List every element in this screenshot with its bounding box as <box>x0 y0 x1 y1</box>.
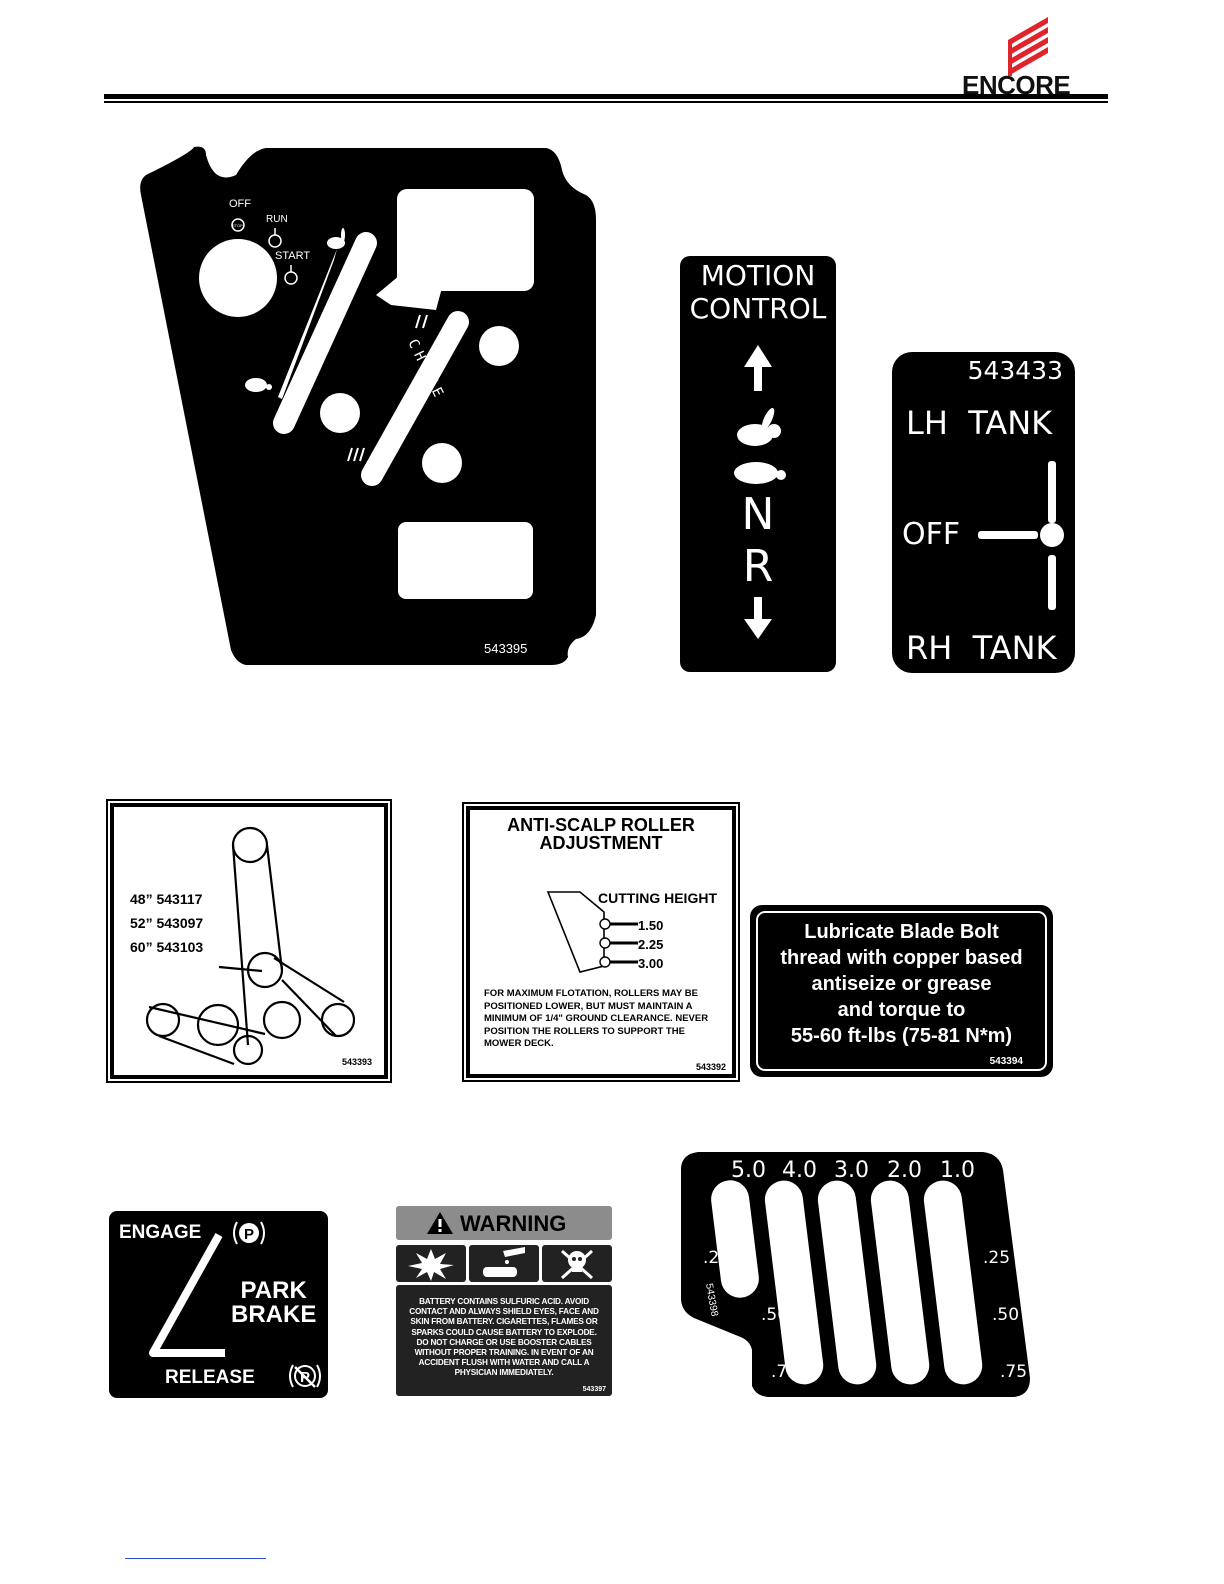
footer-link-underline <box>125 1558 266 1559</box>
part-number: 543395 <box>484 641 527 656</box>
warning-line-7: ACCIDENT FLUSH WITH WATER AND CALL A <box>418 1358 590 1368</box>
belt-routing-decal: 48” 543117 52” 543097 60” 543103 543393 <box>110 803 388 1079</box>
height-1: 1.50 <box>638 918 664 933</box>
note-line-3: MINIMUM OF 1/4" GROUND CLEARANCE. NEVER <box>484 1013 709 1025</box>
warning-line-4: SPARKS COULD CAUSE BATTERY TO EXPLODE. <box>411 1327 597 1337</box>
part-number: 543392 <box>695 1062 726 1072</box>
header-rule-thin <box>104 101 1108 103</box>
lever-path-icon <box>149 1233 225 1357</box>
key-start-label: START <box>275 250 310 262</box>
warning-line-6: WITHOUT PROPER TRAINING. IN EVENT OF AN <box>414 1348 594 1358</box>
reverse-label: R <box>742 541 774 592</box>
roller-title-1: ANTI-SCALP ROLLER <box>507 815 695 835</box>
right-label-3: .75 <box>1000 1362 1027 1382</box>
key-run-label: RUN <box>266 214 288 225</box>
left-label-1: .25 <box>703 1248 730 1268</box>
height-2: 2.25 <box>638 937 664 952</box>
cutting-height-decal: 5.0 4.0 3.0 2.0 1.0 .25 .50 .75 .25 .50 … <box>681 1152 1030 1397</box>
parking-release-icon: P <box>289 1364 321 1388</box>
warning-title: WARNING <box>460 1211 567 1236</box>
belt-line-1: 48” 543117 <box>130 891 203 907</box>
key-off-label: OFF <box>229 198 251 210</box>
rh-tank-label: RH TANK <box>906 629 1057 667</box>
rabbit-icon <box>737 407 781 446</box>
warning-header: WARNING <box>396 1206 612 1240</box>
warning-line-1: BATTERY CONTAINS SULFURIC ACID. AVOID <box>419 1297 589 1306</box>
encore-logo-icon <box>1008 17 1048 76</box>
part-number: 543393 <box>341 1057 372 1067</box>
lube-line-3: antiseize or grease <box>811 973 992 995</box>
lube-line-4: and torque to <box>837 999 966 1021</box>
parking-p-icon: P <box>233 1221 265 1245</box>
battery-warning-decal: WARNING BATTERY CONTAINS SULFURIC ACID. … <box>393 1201 614 1398</box>
lube-line-2: thread with copper based <box>780 947 1023 969</box>
arrow-up-icon <box>744 345 772 391</box>
warning-line-8: PHYSICIAN IMMEDIATELY. <box>454 1368 554 1378</box>
note-line-5: MOWER DECK. <box>484 1038 554 1050</box>
top-label-3: 3.0 <box>834 1158 869 1183</box>
explosion-icon <box>396 1245 466 1282</box>
left-label-3: .75 <box>771 1362 798 1382</box>
warning-triangle-icon <box>427 1212 453 1234</box>
release-label: RELEASE <box>165 1367 255 1388</box>
right-label-2: .50 <box>992 1305 1019 1325</box>
svg-text:P: P <box>244 1226 254 1243</box>
note-line-1: FOR MAXIMUM FLOTATION, ROLLERS MAY BE <box>484 988 698 999</box>
lube-line-1: Lubricate Blade Bolt <box>804 921 999 943</box>
rabbit-icon <box>327 228 345 249</box>
engage-label: ENGAGE <box>119 1222 202 1243</box>
turtle-icon <box>734 462 786 484</box>
valve-handle-icon <box>978 461 1064 610</box>
off-label: OFF <box>902 517 961 552</box>
key-icon <box>231 218 298 285</box>
top-label-1: 5.0 <box>731 1158 766 1183</box>
top-label-5: 1.0 <box>940 1158 975 1183</box>
cutting-height-label: CUTTING HEIGHT <box>598 890 717 906</box>
park-label: PARK <box>240 1277 307 1304</box>
top-label-4: 2.0 <box>887 1158 922 1183</box>
lube-line-5: 55-60 ft-lbs (75-81 N*m) <box>790 1025 1013 1047</box>
choke-marks <box>347 314 428 462</box>
roller-adjustment-decal: ANTI-SCALP ROLLER ADJUSTMENT CUTTING HEI… <box>466 806 736 1078</box>
motion-title-1: MOTION <box>700 259 816 292</box>
roller-title-2: ADJUSTMENT <box>539 833 663 853</box>
left-label-2: .50 <box>761 1305 788 1325</box>
neutral-label: N <box>741 489 775 540</box>
roller-bracket-icon <box>546 891 638 973</box>
key-stop-label: STOP <box>232 223 243 228</box>
motion-title-2: CONTROL <box>689 292 827 325</box>
note-line-4: POSITION THE ROLLERS TO SUPPORT THE <box>484 1025 685 1037</box>
belt-line-2: 52” 543097 <box>130 915 204 931</box>
park-brake-decal: ENGAGE P PARK BRAKE RELEASE P <box>109 1211 328 1398</box>
skull-icon <box>542 1245 612 1282</box>
warning-body: BATTERY CONTAINS SULFURIC ACID. AVOID CO… <box>396 1285 612 1396</box>
part-number: 543394 <box>989 1056 1023 1067</box>
header-rule <box>104 94 1108 99</box>
part-number: 543433 <box>967 356 1063 385</box>
tank-selector-decal: 543433 LH TANK OFF RH TANK <box>892 352 1075 673</box>
motion-control-decal: MOTION CONTROL N R <box>680 256 836 672</box>
belt-diagram <box>145 826 356 1066</box>
note-line-2: POSITIONED LOWER, BUT MUST MAINTAIN A <box>484 1000 693 1012</box>
ignition-decal: OFF STOP RUN START CHOKE 543395 <box>140 146 596 665</box>
lh-tank-label: LH TANK <box>906 404 1053 442</box>
part-number: 543397 <box>582 1386 606 1393</box>
lubricate-decal: Lubricate Blade Bolt thread with copper … <box>750 905 1053 1077</box>
warning-line-3: SKIN FROM BATTERY. CIGARETTES, FLAMES OR <box>410 1317 598 1327</box>
turtle-icon <box>245 378 272 392</box>
belt-line-3: 60” 543103 <box>130 939 204 955</box>
warning-line-2: CONTACT AND ALWAYS SHIELD EYES, FACE AND <box>409 1307 599 1317</box>
right-label-1: .25 <box>983 1248 1010 1268</box>
arrow-down-icon <box>744 597 772 639</box>
acid-hand-icon <box>469 1245 539 1282</box>
warning-line-5: DO NOT CHARGE OR USE BOOSTER CABLES <box>416 1337 592 1347</box>
height-3: 3.00 <box>638 956 664 971</box>
brake-label: BRAKE <box>231 1301 317 1328</box>
top-label-2: 4.0 <box>782 1158 817 1183</box>
